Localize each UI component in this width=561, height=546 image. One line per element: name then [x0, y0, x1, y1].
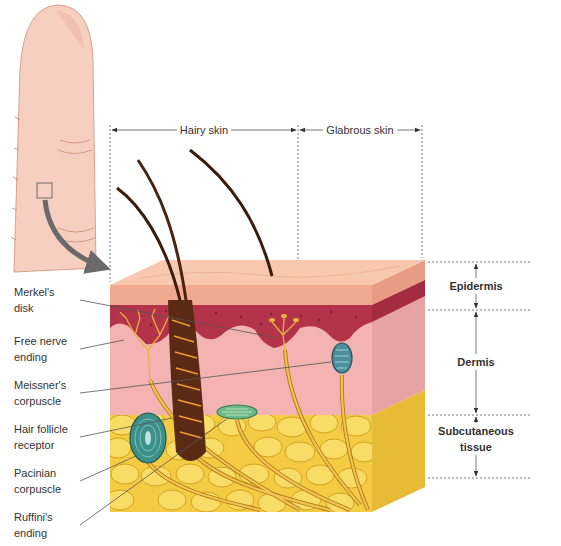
skin-block-part-part — [176, 464, 204, 484]
leader-lines-part — [80, 362, 331, 393]
region-brackets — [110, 125, 422, 282]
merkel-disk-part — [269, 318, 275, 322]
receptor-label: Pacinian corpuscle — [14, 465, 74, 497]
layer-brackets-part — [428, 478, 530, 479]
meissner-corpuscle-part — [332, 343, 352, 373]
leader-lines — [80, 300, 331, 525]
ruffini-ending-part — [222, 409, 252, 415]
skin-block-part-part — [110, 438, 131, 458]
hair-part — [138, 160, 186, 300]
skin-block-part — [110, 305, 372, 348]
skin-block — [105, 260, 425, 513]
leader-lines-part — [80, 300, 277, 338]
finger-part — [56, 10, 84, 50]
layer-label: Dermis — [454, 354, 497, 370]
hair-part — [172, 320, 202, 438]
meissner-corpuscle-part — [335, 350, 349, 368]
merkel-disk-part — [293, 318, 299, 322]
layer-brackets-part — [428, 415, 530, 416]
skin-block-part-part — [111, 464, 139, 484]
nerve-fibers-part-part — [148, 462, 260, 510]
skin-block-part — [372, 280, 425, 322]
receptor-label: Merkel's disk — [14, 284, 74, 316]
hair-part — [190, 150, 272, 276]
nerve-fibers-part-part — [148, 462, 260, 510]
skin-block-part — [110, 415, 372, 512]
free-nerve-ending-part — [126, 318, 150, 380]
nerve-fibers-part-part — [237, 420, 350, 510]
hair-part — [168, 300, 206, 461]
hair — [117, 150, 272, 461]
skin-block-part-part — [110, 490, 134, 510]
merkel-disk-part — [281, 314, 287, 318]
nerve-fibers-part-part — [285, 350, 360, 505]
layer-label: Epidermis — [446, 278, 505, 294]
leader-lines-part — [80, 456, 136, 481]
receptor-label: Free nerve ending — [14, 333, 74, 365]
layer-brackets-part — [428, 310, 530, 311]
nerve-fibers-part-part — [342, 375, 368, 510]
receptor-label: Ruffini's ending — [14, 509, 74, 541]
skin-block-part-part — [285, 442, 315, 462]
free-nerve-ending — [120, 309, 172, 380]
region-label: Hairy skin — [177, 122, 231, 138]
layer-brackets-part — [428, 262, 530, 263]
region-label: Glabrous skin — [323, 122, 396, 138]
nerve-fibers-part-part — [237, 420, 350, 510]
skin-block-part — [110, 285, 372, 305]
nerve-fibers-part-part — [195, 455, 330, 510]
merkel-disk — [269, 314, 299, 352]
finger-part — [58, 228, 94, 232]
skin-block-part — [372, 390, 425, 512]
free-nerve-ending-part — [148, 318, 168, 350]
layer-label: Subcutaneous tissue — [431, 423, 521, 455]
receptor-label: Hair follicle receptor — [14, 421, 74, 453]
nerve-fibers-part-part — [285, 350, 360, 505]
skin-block-part-part — [310, 415, 338, 433]
hair-part — [117, 188, 180, 300]
nerve-fibers-part-part — [195, 455, 330, 510]
leader-lines-part — [80, 340, 124, 349]
skin-block-part — [110, 305, 372, 415]
ruffini-ending — [217, 405, 257, 419]
ruffini-ending-part — [217, 405, 257, 419]
region-brackets-part — [110, 125, 111, 282]
pacinian-corpuscle-part — [140, 425, 156, 451]
layer-brackets — [428, 262, 530, 478]
leader-lines-part — [80, 418, 172, 437]
receptor-label: Meissner's corpuscle — [14, 377, 74, 409]
skin-block-part-part — [158, 490, 186, 510]
meissner-corpuscle — [332, 343, 352, 373]
region-brackets-part — [298, 125, 299, 268]
skin-block-part-part — [351, 442, 372, 462]
leader-lines-part — [80, 418, 228, 525]
finger-part — [37, 183, 52, 198]
region-brackets-part — [422, 125, 423, 258]
pacinian-corpuscle-part — [145, 431, 151, 445]
finger-part — [45, 200, 106, 268]
skin-block-part-part — [248, 415, 276, 431]
finger-part — [11, 117, 20, 240]
finger — [11, 5, 106, 272]
finger-part — [60, 140, 90, 143]
merkel-disk-part — [272, 318, 296, 352]
finger-part — [58, 150, 92, 154]
